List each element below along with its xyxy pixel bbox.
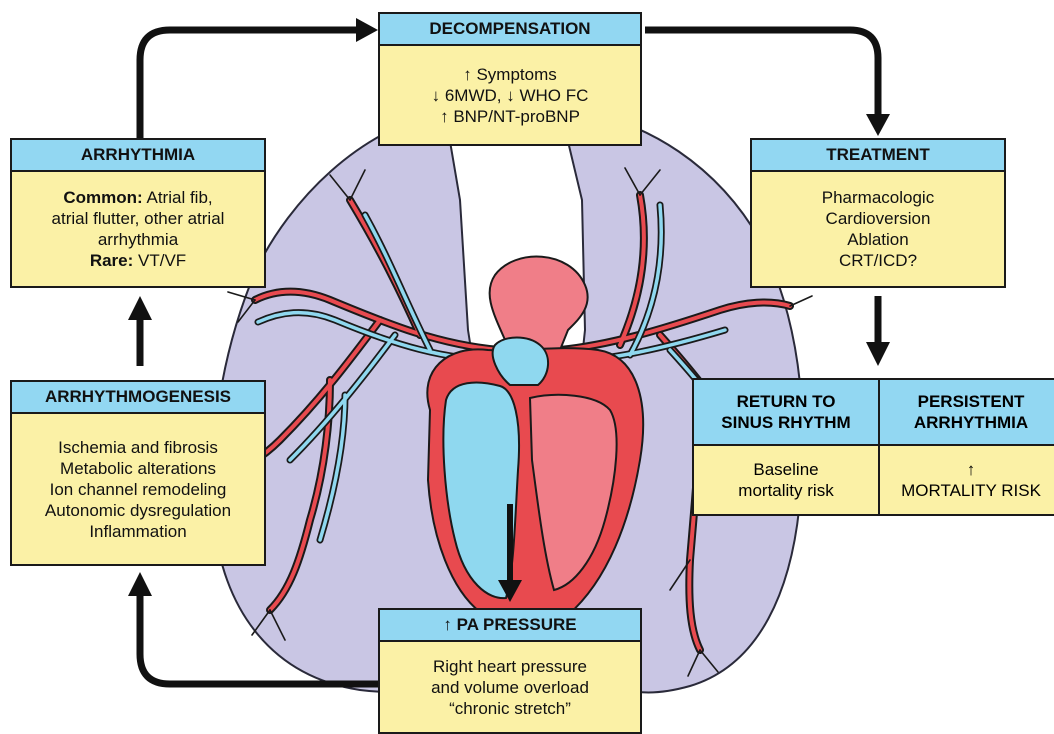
- sinus-rhythm-title: RETURN TO SINUS RHYTHM: [694, 380, 880, 446]
- arrhythmia-rare-line: Rare: VT/VF: [18, 250, 258, 271]
- arrhythmogenesis-line: Metabolic alterations: [18, 458, 258, 479]
- treatment-line: Ablation: [758, 229, 998, 250]
- treatment-line: CRT/ICD?: [758, 250, 998, 271]
- arrhythmia-body: Common: Atrial fib, atrial flutter, othe…: [12, 172, 264, 286]
- rare-text: VT/VF: [133, 251, 186, 270]
- arrow-decompensation-to-treatment: [645, 30, 878, 118]
- arrhythmia-box: ARRHYTHMIA Common: Atrial fib, atrial fl…: [10, 138, 266, 288]
- sinus-body-line: Baseline: [694, 459, 878, 480]
- arrhythmogenesis-box: ARRHYTHMOGENESIS Ischemia and fibrosis M…: [10, 380, 266, 566]
- arrhythmogenesis-line: Ischemia and fibrosis: [18, 437, 258, 458]
- persistent-body-line: MORTALITY RISK: [880, 480, 1054, 501]
- arrhythmogenesis-line: Inflammation: [18, 521, 258, 542]
- sinus-title-line: SINUS RHYTHM: [694, 412, 878, 433]
- sinus-body-line: mortality risk: [694, 480, 878, 501]
- persistent-arrhythmia-title: PERSISTENT ARRHYTHMIA: [880, 380, 1054, 446]
- sinus-rhythm-body: Baseline mortality risk: [694, 446, 880, 514]
- pa-pressure-title: ↑ PA PRESSURE: [380, 610, 640, 642]
- treatment-title: TREATMENT: [752, 140, 1004, 172]
- treatment-box: TREATMENT Pharmacologic Cardioversion Ab…: [750, 138, 1006, 288]
- treatment-line: Pharmacologic: [758, 187, 998, 208]
- pa-pressure-line: and volume overload: [386, 677, 634, 698]
- common-label: Common:: [63, 188, 142, 207]
- arrhythmogenesis-title: ARRHYTHMOGENESIS: [12, 382, 264, 414]
- sinus-title-line: RETURN TO: [694, 391, 878, 412]
- decompensation-box: DECOMPENSATION ↑ Symptoms ↓ 6MWD, ↓ WHO …: [378, 12, 642, 146]
- decompensation-title: DECOMPENSATION: [380, 14, 640, 46]
- arrhythmia-title: ARRHYTHMIA: [12, 140, 264, 172]
- treatment-line: Cardioversion: [758, 208, 998, 229]
- common-text: Atrial fib,: [143, 188, 213, 207]
- pa-pressure-body: Right heart pressure and volume overload…: [380, 642, 640, 732]
- rare-label: Rare:: [90, 251, 133, 270]
- persistent-title-line: ARRHYTHMIA: [880, 412, 1054, 433]
- arrhythmia-line: atrial flutter, other atrial: [18, 208, 258, 229]
- pa-pressure-line: “chronic stretch”: [386, 698, 634, 719]
- arrhythmia-line: arrhythmia: [18, 229, 258, 250]
- pa-pressure-box: ↑ PA PRESSURE Right heart pressure and v…: [378, 608, 642, 734]
- arrhythmogenesis-body: Ischemia and fibrosis Metabolic alterati…: [12, 414, 264, 564]
- arrow-arrhythmia-to-decompensation: [140, 30, 360, 138]
- arrhythmia-common-line: Common: Atrial fib,: [18, 187, 258, 208]
- outcome-box: RETURN TO SINUS RHYTHM PERSISTENT ARRHYT…: [692, 378, 1054, 516]
- decompensation-line: ↑ Symptoms: [386, 64, 634, 85]
- persistent-title-line: PERSISTENT: [880, 391, 1054, 412]
- decompensation-line: ↓ 6MWD, ↓ WHO FC: [386, 85, 634, 106]
- pa-pressure-line: Right heart pressure: [386, 656, 634, 677]
- decompensation-line: ↑ BNP/NT-proBNP: [386, 106, 634, 127]
- treatment-body: Pharmacologic Cardioversion Ablation CRT…: [752, 172, 1004, 286]
- arrhythmogenesis-line: Autonomic dysregulation: [18, 500, 258, 521]
- arrhythmogenesis-line: Ion channel remodeling: [18, 479, 258, 500]
- decompensation-body: ↑ Symptoms ↓ 6MWD, ↓ WHO FC ↑ BNP/NT-pro…: [380, 46, 640, 144]
- persistent-arrhythmia-body: ↑ MORTALITY RISK: [880, 446, 1054, 514]
- persistent-body-arrow: ↑: [880, 459, 1054, 480]
